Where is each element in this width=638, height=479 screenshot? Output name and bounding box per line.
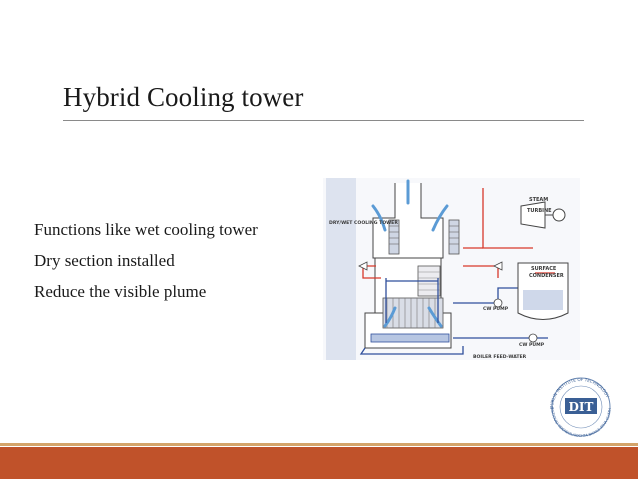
footer-band — [0, 447, 638, 479]
cw-pump-label: CW PUMP — [483, 306, 509, 312]
steam-turbine: STEAM TURBINE — [520, 197, 566, 229]
bullet-item: Reduce the visible plume — [34, 282, 207, 301]
dry-section-coils — [388, 219, 460, 255]
air-flow-arrows — [371, 179, 449, 328]
cw-pump — [493, 298, 538, 343]
wet-section-fill — [382, 265, 444, 329]
footer-accent-line — [0, 443, 638, 446]
title-underline — [63, 120, 584, 121]
hybrid-cooling-tower-diagram: STEAM TURBINE SURFACE CONDENSER DRY/WET … — [323, 178, 580, 360]
bullet-list: Functions like wet cooling tower Dry sec… — [34, 219, 258, 312]
valves — [358, 261, 503, 271]
logo-mark: DIT — [569, 400, 594, 414]
boiler-feed-label: BOILER FEED-WATER — [473, 354, 527, 360]
bullet-item: Dry section installed — [34, 251, 175, 270]
bullet-item: Functions like wet cooling tower — [34, 220, 258, 239]
condenser-label-2: CONDENSER — [529, 273, 564, 279]
cw-pump-label-2: CW PUMP — [519, 342, 545, 348]
condenser-label-1: SURFACE — [531, 266, 557, 272]
turbine-label-2: TURBINE — [527, 208, 552, 214]
dit-logo: DUBLIN INSTITUTE OF TECHNOLOGY INSTITIÚI… — [549, 377, 612, 438]
tower-label: DRY/WET COOLING TOWER — [329, 220, 398, 226]
surface-condenser: SURFACE CONDENSER — [517, 262, 569, 320]
turbine-label-1: STEAM — [529, 197, 548, 203]
slide-title: Hybrid Cooling tower — [63, 82, 304, 112]
